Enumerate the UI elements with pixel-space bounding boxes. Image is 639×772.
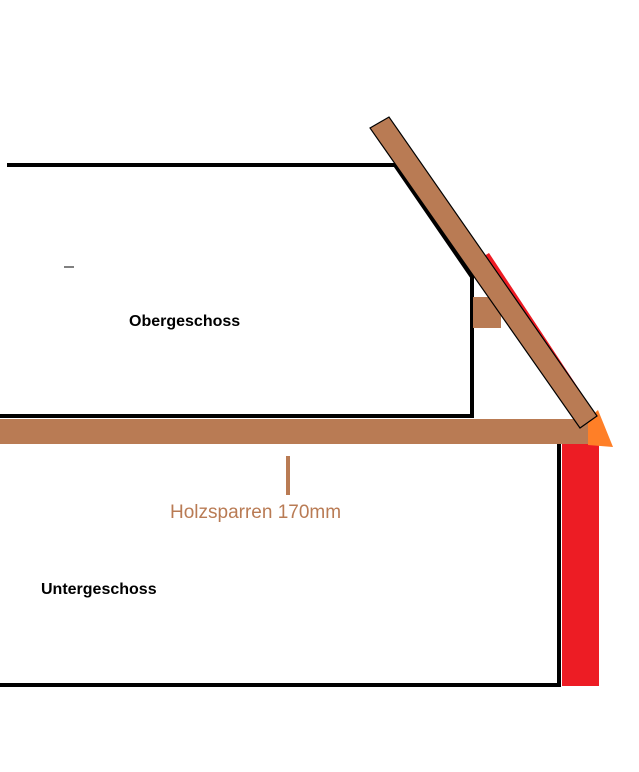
lower-floor-outline — [0, 443, 561, 687]
sloped-rafter — [369, 116, 598, 429]
upper-floor-outline — [0, 163, 474, 418]
upper-floor-label: Obergeschoss — [129, 313, 241, 330]
red-wall — [562, 443, 599, 686]
floor-beam — [0, 419, 588, 444]
orange-corner — [588, 410, 613, 447]
lower-floor-label: Untergeschoss — [41, 581, 157, 598]
rafter-note: Holzsparren 170mm — [170, 502, 342, 523]
rafter-note-pointer — [286, 456, 290, 495]
